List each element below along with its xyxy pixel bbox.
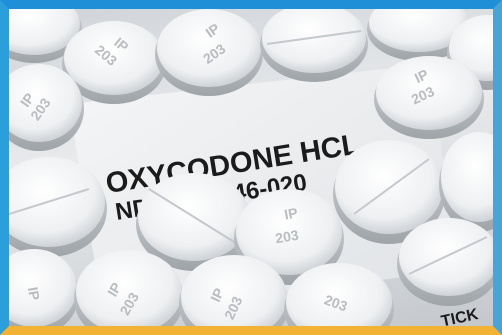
pill: IP 203	[62, 21, 166, 104]
pill-imprint-bottom: 203	[274, 227, 300, 247]
pill-imprint-top: IP	[412, 66, 431, 86]
pill	[439, 132, 493, 232]
pill-score-line	[408, 236, 488, 275]
pill	[9, 9, 82, 63]
pill	[136, 173, 252, 271]
pill	[9, 157, 107, 257]
pill: 203	[284, 263, 394, 326]
pill-score-line	[266, 30, 362, 45]
pill-scene: OXYCODONE HCL NDC # 53746-020 TICK IP 20…	[9, 9, 493, 326]
pill-score-line	[353, 158, 430, 215]
pill: IP 203	[179, 255, 289, 326]
pill-score-line	[148, 188, 240, 246]
pill: IP	[9, 249, 79, 326]
label-line3: TICK	[440, 306, 480, 326]
pill: IP 203	[9, 64, 84, 151]
pill-imprint-top: IP	[283, 204, 299, 222]
pill	[333, 140, 445, 244]
pill-imprint-top: IP	[25, 286, 43, 302]
pill: IP 203	[374, 56, 484, 139]
pill	[260, 9, 368, 82]
pill-score-line	[9, 188, 90, 215]
pill: IP 203	[74, 250, 184, 326]
pill	[397, 218, 493, 306]
pill	[367, 9, 471, 61]
pill: IP 203	[155, 9, 263, 96]
pill-imprint-bottom: 203	[322, 291, 350, 314]
pill-imprint-top: IP	[207, 286, 227, 305]
pill-photo: OXYCODONE HCL NDC # 53746-020 TICK IP 20…	[9, 9, 493, 326]
